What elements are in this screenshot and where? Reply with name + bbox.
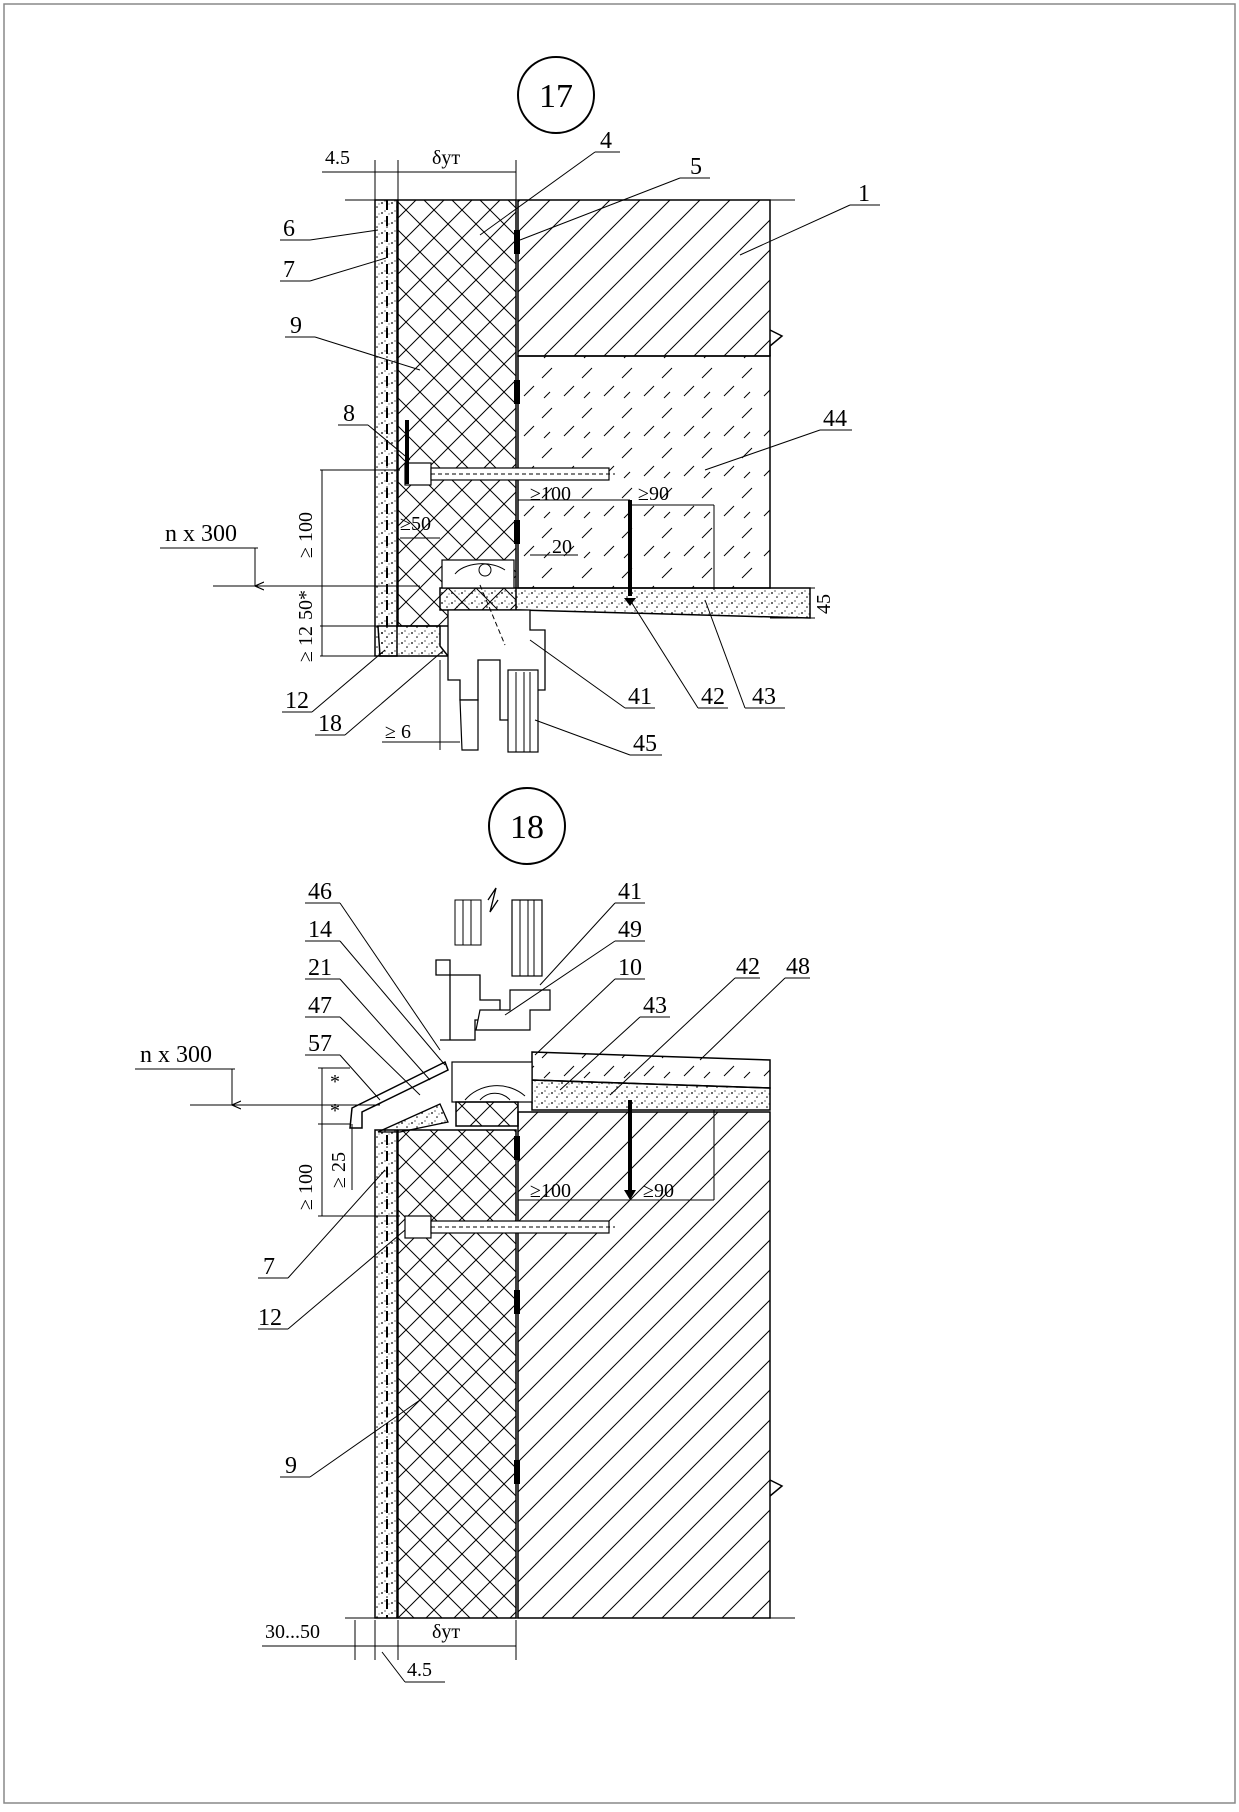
detail-18: 18 [135,787,810,1683]
callout-17-8: 8 [343,401,355,427]
dim-star-a-18: * [330,1071,340,1093]
detail-17-number: 17 [539,78,573,115]
timber-block-18 [451,1061,533,1103]
callout-18-49: 49 [618,917,642,943]
callout-18-21: 21 [308,955,332,981]
detail-17-marker [517,56,595,134]
wall-concrete-17 [517,199,771,357]
dim-ge100-17: ≥ 100 [295,512,317,558]
insulation-18 [397,1129,517,1619]
callout-17-43: 43 [752,684,776,710]
dim-gap-18: 30...50 [265,1621,320,1643]
anchor-shaft-17 [430,467,610,481]
adhesive [514,380,520,404]
callout-18-10: 10 [618,955,642,981]
flashing-18 [349,1060,449,1129]
dim-star-b-18: * [330,1100,340,1122]
level-18: n x 300 [140,1042,212,1068]
dim-ge90-17: ≥90 [638,483,669,505]
callout-17-5: 5 [690,154,702,180]
callout-18-7: 7 [263,1254,275,1280]
dim-ge100h-17: ≥100 [530,483,571,505]
dim-20-17: 20 [552,536,572,558]
callout-18-48: 48 [786,954,810,980]
callout-17-7: 7 [283,257,295,283]
dim-ge50-17: ≥50 [400,513,431,535]
adhesive [514,520,520,544]
packing-18 [455,1101,519,1127]
callout-18-43: 43 [643,993,667,1019]
dim-ge90-18: ≥90 [643,1180,674,1202]
callout-18-42: 42 [736,954,760,980]
callout-17-1: 1 [858,181,870,207]
callout-17-41: 41 [628,684,652,710]
callout-18-14: 14 [308,917,332,943]
callout-18-41: 41 [618,879,642,905]
reveal-plaster-17 [377,625,450,657]
dim-50star-17: 50* [295,590,317,620]
detail-18-number: 18 [510,809,544,846]
callout-18-12: 12 [258,1305,282,1331]
detail-17: 17 [160,56,880,756]
callout-17-6: 6 [283,216,295,242]
callout-17-9: 9 [290,313,302,339]
dim-insulation-18: δут [432,1621,460,1643]
sheet-border [3,3,1236,1804]
callout-17-42: 42 [701,684,725,710]
callout-18-46: 46 [308,879,332,905]
callout-17-12: 12 [285,688,309,714]
break-line [769,329,784,356]
callout-18-57: 57 [308,1031,332,1057]
callout-17-18: 18 [318,711,342,737]
callout-18-9: 9 [285,1453,297,1479]
dim-render-18: 4.5 [407,1659,432,1681]
dim-render-17: 4.5 [325,147,350,169]
callout-17-44: 44 [823,406,847,432]
dim-ge6-17: ≥ 6 [385,721,411,743]
detail-18-marker [488,787,566,865]
adhesive [514,230,520,254]
dim-ge100-18: ≥ 100 [295,1164,317,1210]
callout-17-45: 45 [633,731,657,757]
dim-45-17: 45 [813,594,835,614]
dim-ge100h-18: ≥100 [530,1180,571,1202]
callout-17-4: 4 [600,128,612,154]
dim-ge25-18: ≥ 25 [328,1152,350,1188]
timber-block-17 [441,559,515,589]
dim-ge12-17: ≥ 12 [295,626,317,662]
window-frame-17 [447,609,546,721]
callout-18-47: 47 [308,993,332,1019]
level-17: n x 300 [165,521,237,547]
dim-insulation-17: δут [432,147,460,169]
